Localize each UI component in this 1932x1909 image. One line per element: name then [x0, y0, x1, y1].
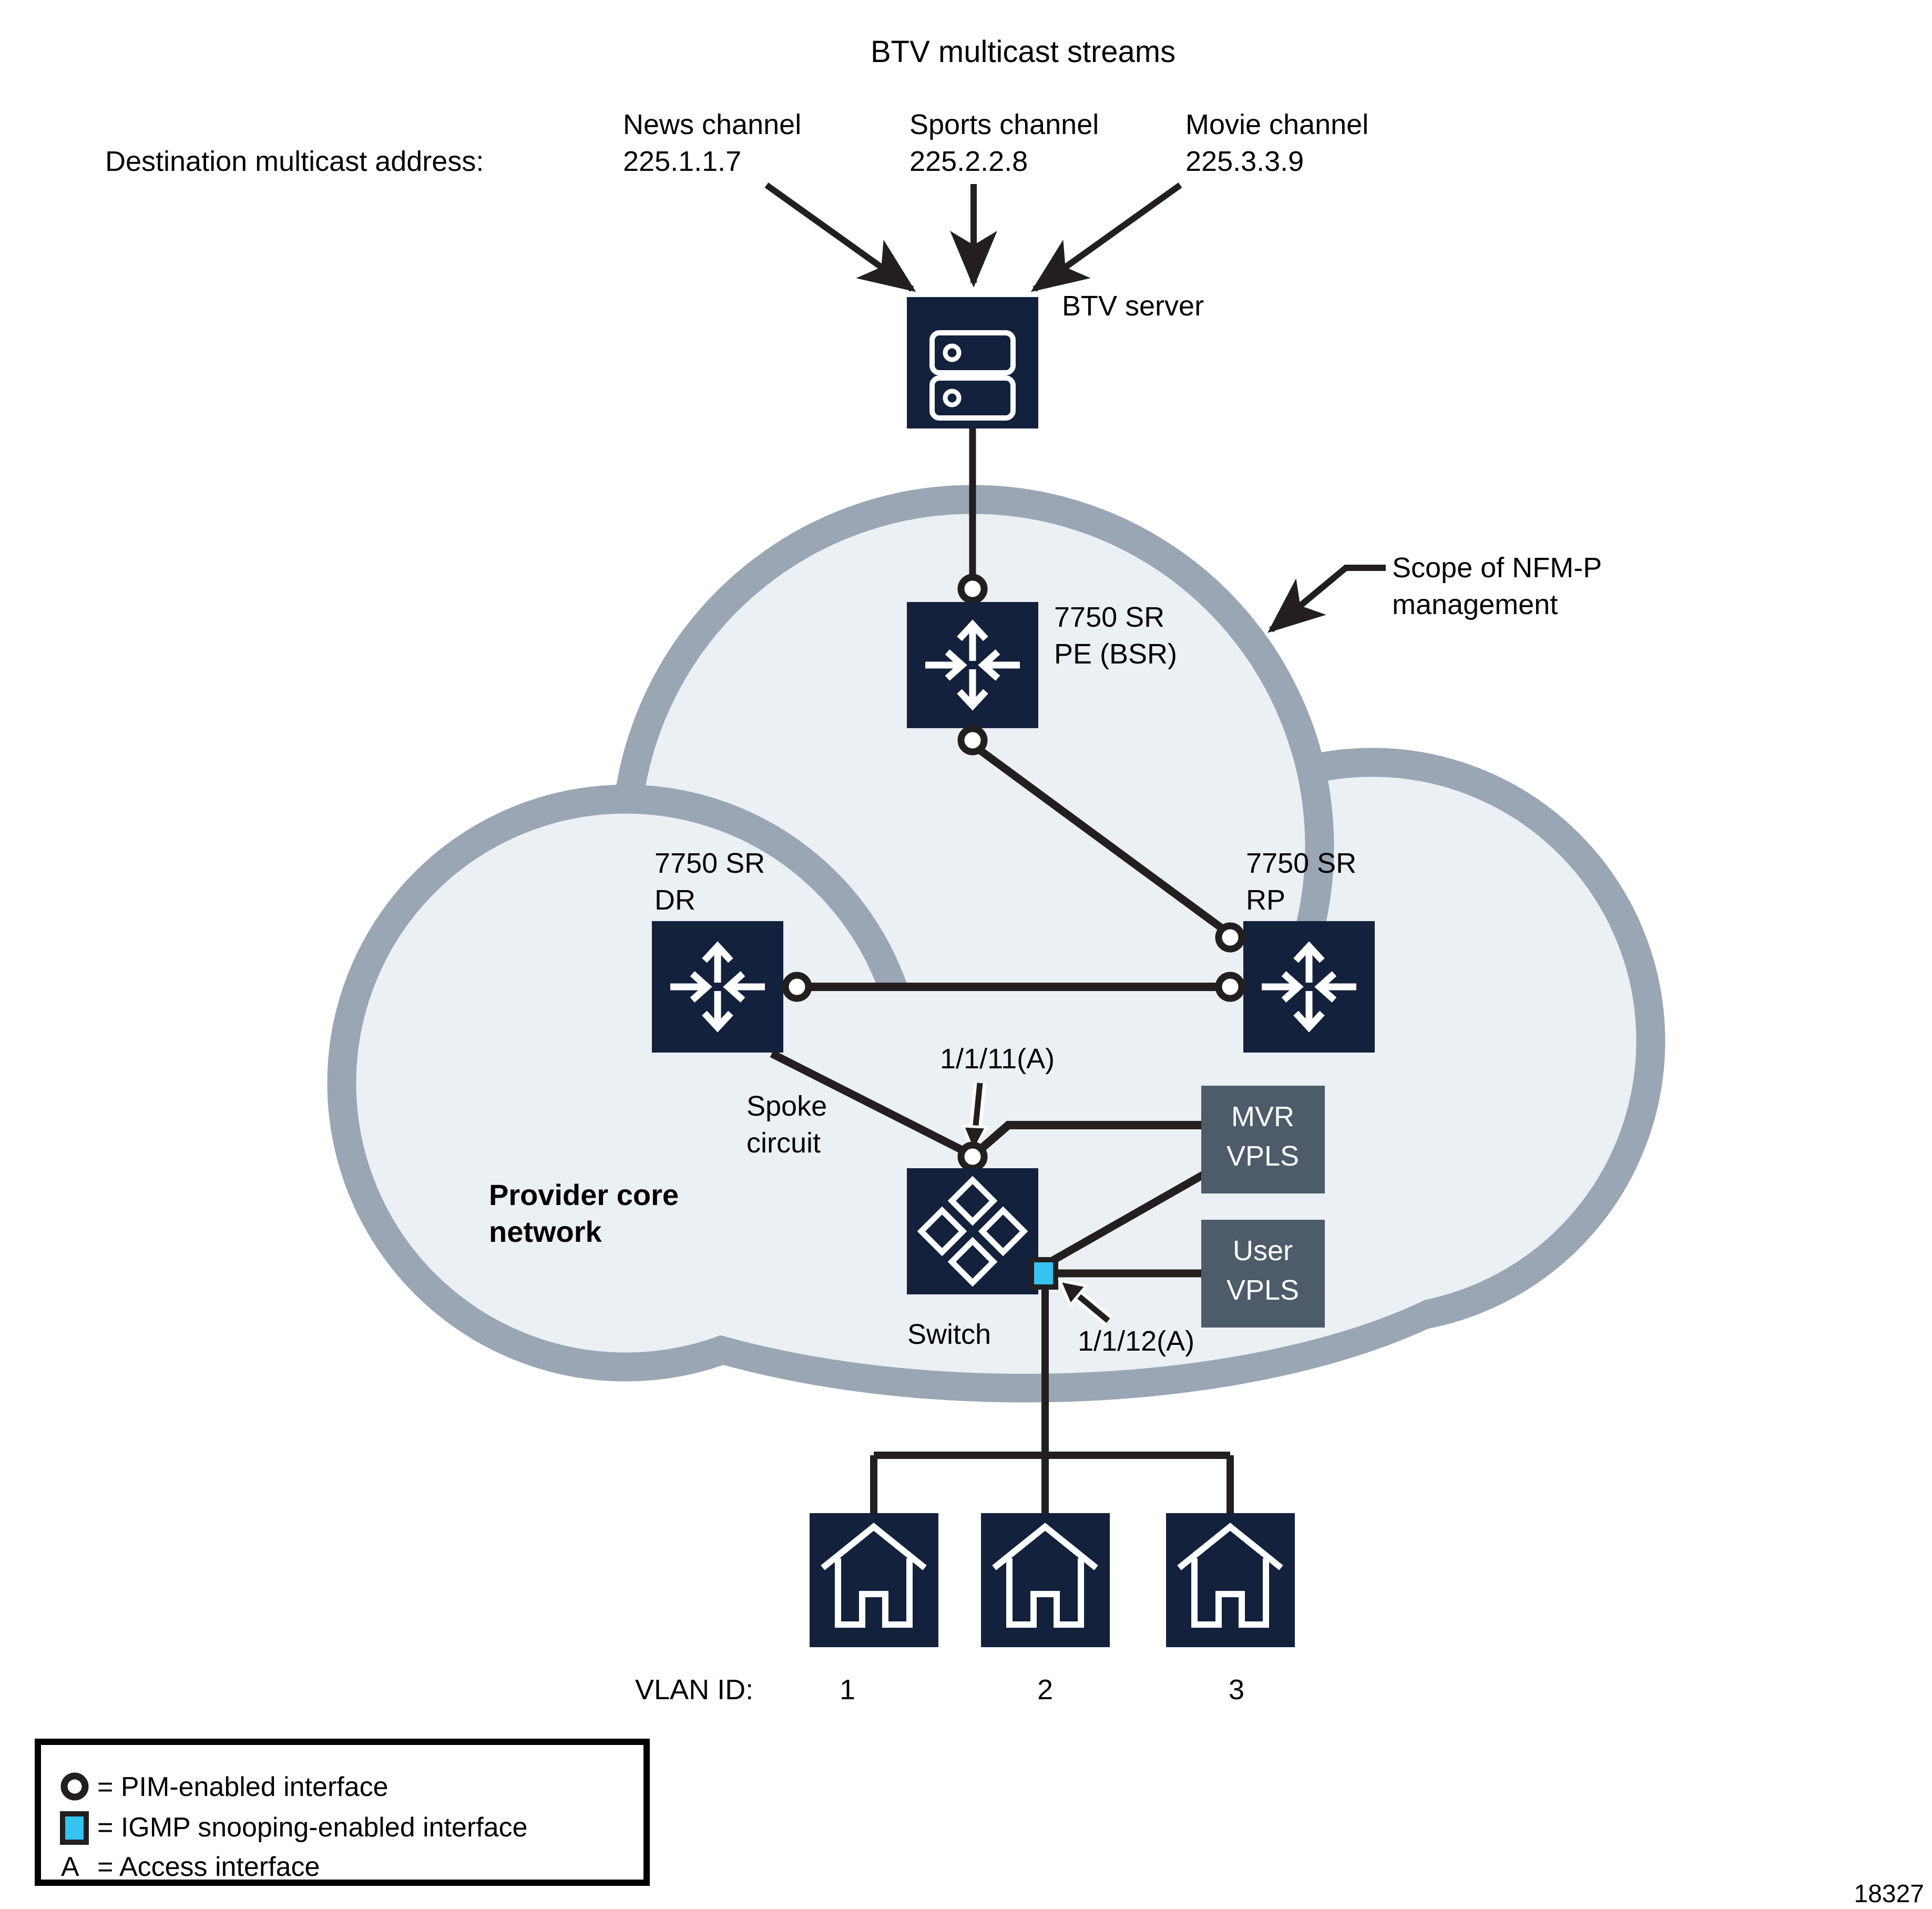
vlan-label: VLAN ID:	[635, 1674, 753, 1706]
homes-drop-links	[870, 1452, 1234, 1513]
movie-channel-name: Movie channel	[1185, 109, 1368, 140]
if-1111-callout: 1/1/11(A)	[940, 1043, 1055, 1155]
scope-label-line2: management	[1392, 589, 1558, 620]
dr-label-line1: 7750 SR	[655, 848, 765, 879]
pe-rp-link	[975, 745, 1229, 935]
btv-server-label: BTV server	[1062, 290, 1204, 322]
sports-channel-address: 225.2.2.8	[909, 146, 1028, 177]
if-1112-callout: 1/1/12(A)	[1057, 1279, 1194, 1357]
vlan-row: VLAN ID: 1 2 3	[635, 1674, 1244, 1706]
mvr-vpls-node: MVR VPLS	[1201, 1086, 1325, 1193]
home-node-2	[981, 1513, 1110, 1647]
switch-box	[907, 1168, 1038, 1294]
if-1112-arrowhead	[1057, 1279, 1089, 1308]
figure-number: 18327	[1854, 1880, 1924, 1908]
home3-box	[1166, 1513, 1295, 1647]
movie-stream-arrow	[1030, 182, 1182, 292]
pim-interface-rp-top	[1215, 922, 1245, 953]
legend-igmp-label: = IGMP snooping-enabled interface	[97, 1812, 528, 1843]
dr-router-node: 7750 SR DR	[652, 848, 783, 1053]
btv-server-box	[907, 297, 1038, 428]
pim-interface-dr-right	[782, 972, 812, 1002]
if-1111-arrow	[972, 1083, 983, 1131]
legend-pim-icon	[60, 1772, 89, 1801]
scope-arrow	[1267, 565, 1386, 633]
rp-label-line2: RP	[1246, 884, 1285, 916]
dr-label-line2: DR	[655, 884, 696, 916]
vlan-id-3: 3	[1229, 1674, 1244, 1706]
pe-label-line1: 7750 SR	[1054, 601, 1164, 633]
channel-news-label: News channel 225.1.1.7	[623, 109, 801, 177]
switch-node: Switch	[907, 1168, 1038, 1350]
if-1111-label: 1/1/11(A)	[940, 1043, 1055, 1075]
spoke-circuit-link	[770, 1050, 973, 1158]
legend-box	[35, 1739, 650, 1886]
home1-box	[810, 1513, 938, 1647]
user-vpls-node: User VPLS	[1201, 1220, 1325, 1328]
btv-server-node: BTV server	[907, 290, 1204, 428]
server-icon	[929, 330, 1016, 421]
news-channel-name: News channel	[623, 109, 801, 140]
scope-callout: Scope of NFM-P management	[1267, 552, 1602, 633]
legend-igmp-icon	[60, 1811, 89, 1845]
pe-bsr-router-node: 7750 SR PE (BSR)	[907, 601, 1177, 728]
mvr-vpls-line2: VPLS	[1226, 1140, 1299, 1172]
destination-address-label: Destination multicast address:	[105, 146, 484, 177]
spoke-label-line1: Spoke	[747, 1090, 827, 1122]
pim-interface-switch-top	[957, 1141, 988, 1172]
legend-access-symbol: A	[61, 1852, 79, 1882]
vlan-id-1: 1	[840, 1674, 855, 1706]
provider-label-line1: Provider core	[489, 1178, 679, 1211]
spoke-label-line2: circuit	[747, 1127, 821, 1159]
user-vpls-line1: User	[1233, 1235, 1293, 1267]
mvr-vpls-line1: MVR	[1231, 1101, 1294, 1132]
pim-interface-pe-top	[957, 574, 988, 604]
sports-channel-name: Sports channel	[909, 109, 1099, 140]
diagram-title: BTV multicast streams	[871, 35, 1175, 69]
scope-label-line1: Scope of NFM-P	[1392, 552, 1602, 584]
user-vpls-line2: VPLS	[1226, 1274, 1299, 1306]
home-node-3	[1166, 1513, 1295, 1647]
home2-box	[981, 1513, 1110, 1647]
legend-access-label: = Access interface	[97, 1852, 320, 1882]
rp-label-line1: 7750 SR	[1246, 848, 1356, 879]
channel-movie-label: Movie channel 225.3.3.9	[1185, 109, 1368, 177]
rp-router-node: 7750 SR RP	[1243, 848, 1375, 1053]
user-vpls-box	[1201, 1220, 1325, 1328]
if-1111-arrowhead	[961, 1125, 989, 1155]
switch-label: Switch	[907, 1319, 991, 1350]
news-channel-address: 225.1.1.7	[623, 146, 741, 177]
home-node-1	[810, 1513, 938, 1647]
mvr-vpls-box	[1201, 1086, 1325, 1193]
legend: = PIM-enabled interface = IGMP snooping-…	[35, 1739, 650, 1886]
movie-channel-address: 225.3.3.9	[1185, 146, 1304, 177]
provider-label-line2: network	[489, 1215, 602, 1248]
switch-mvr-diagonal-link	[1048, 1170, 1208, 1265]
if-1112-label: 1/1/12(A)	[1078, 1325, 1194, 1357]
channel-sports-label: Sports channel 225.2.2.8	[909, 109, 1099, 177]
if-1112-arrow	[1075, 1292, 1110, 1323]
news-stream-arrow	[764, 182, 916, 292]
vlan-id-2: 2	[1037, 1674, 1053, 1706]
legend-pim-label: = PIM-enabled interface	[97, 1772, 389, 1802]
pim-interface-pe-bottom	[957, 725, 988, 756]
pe-label-line2: PE (BSR)	[1054, 638, 1177, 670]
switch-mvr-link	[973, 1121, 1205, 1157]
pim-interface-rp-left	[1215, 972, 1245, 1002]
igmp-interface-switch	[1029, 1257, 1058, 1290]
